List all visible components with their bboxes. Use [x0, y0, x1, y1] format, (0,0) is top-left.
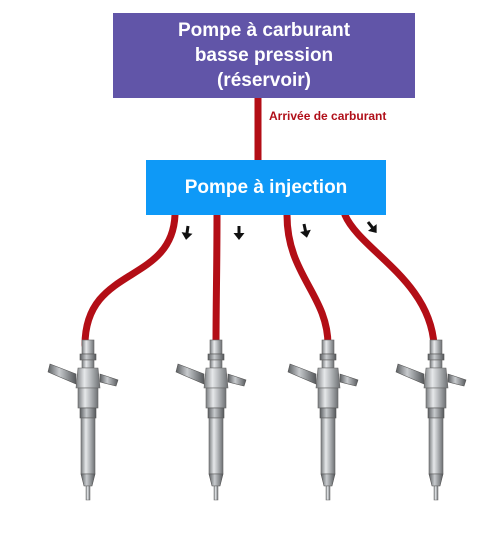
low-pressure-fuel-pump-box: Pompe à carburant basse pression (réserv…: [113, 13, 415, 98]
flow-arrow-4: [362, 217, 383, 238]
low-pressure-pump-line-3: (réservoir): [216, 70, 311, 91]
flow-arrow-1: [179, 223, 195, 243]
flow-arrow-2: [232, 224, 246, 242]
high-pressure-line-2: [212, 211, 221, 349]
low-pressure-pump-line-1: Pompe à carburant: [177, 20, 351, 41]
high-pressure-line-1: [81, 211, 179, 349]
high-pressure-line-4: [341, 211, 438, 349]
fuel-feed-label: Arrivée de carburant: [269, 109, 387, 123]
low-pressure-pump-line-2: basse pression: [194, 45, 334, 66]
injection-pump-box: Pompe à injection: [146, 160, 386, 215]
injector-icon: [175, 339, 247, 501]
low-pressure-fuel-pump-label: Pompe à carburant basse pression (réserv…: [178, 18, 350, 93]
flow-arrow-3: [297, 221, 314, 241]
injector-icon: [47, 339, 119, 501]
injector-icon: [395, 339, 467, 501]
high-pressure-line-3: [283, 211, 332, 349]
injector-icon: [287, 339, 359, 501]
injection-pump-label: Pompe à injection: [184, 176, 348, 198]
